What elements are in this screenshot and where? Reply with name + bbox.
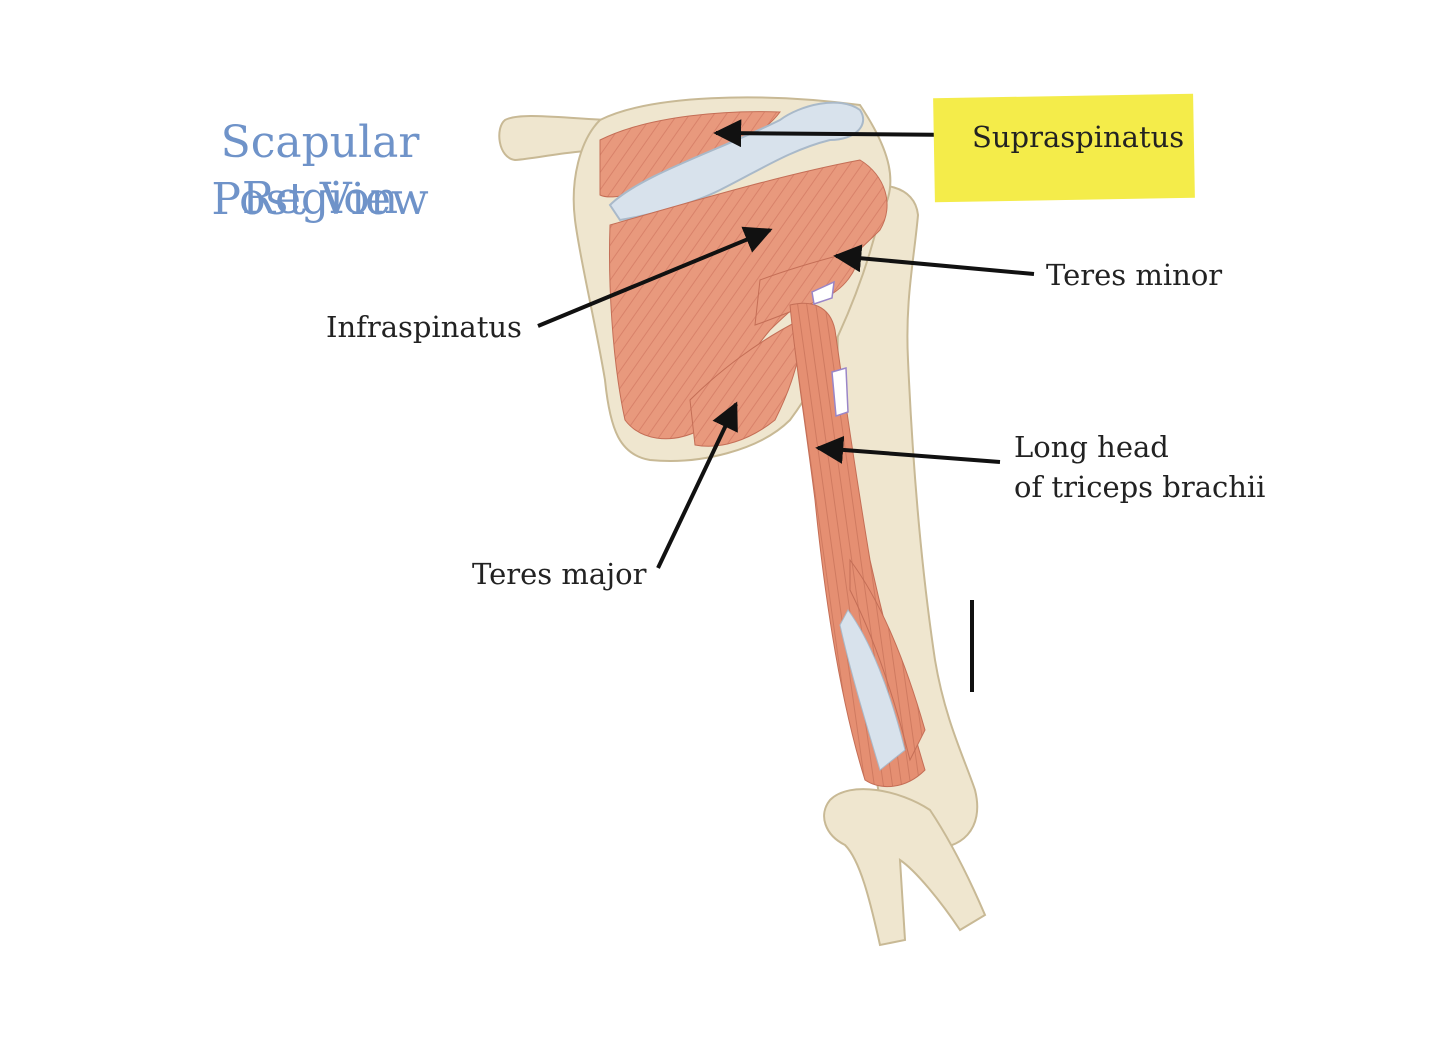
quadrangular-space [811, 280, 835, 305]
triceps-lateral-head-muscle [849, 558, 926, 762]
infraspinatus-pointer [537, 226, 773, 328]
label-teres-minor: Teres minor [1046, 258, 1223, 292]
label-infraspinatus: Infraspinatus [326, 310, 522, 344]
text-cursor [970, 600, 974, 692]
label-supraspinatus: Supraspinatus [972, 120, 1185, 154]
forearm-bones [823, 788, 987, 947]
teres-major-pointer [656, 401, 738, 569]
long-head-pointer [815, 435, 1001, 464]
triceps-tendon [839, 609, 906, 771]
triangular-interval [831, 367, 849, 418]
label-long-head-line-1: Long head [1014, 430, 1169, 464]
label-teres-major: Teres major [472, 557, 647, 591]
supraspinatus-pointer [713, 119, 963, 148]
label-long-head-line-2: of triceps brachii [1014, 470, 1266, 504]
diagram-title-line-2: Post View [211, 174, 429, 225]
infraspinatus-muscle [609, 159, 888, 440]
teres-minor-pointer [833, 244, 1035, 276]
diagram-title-line-1: Scapular Region [220, 117, 420, 224]
